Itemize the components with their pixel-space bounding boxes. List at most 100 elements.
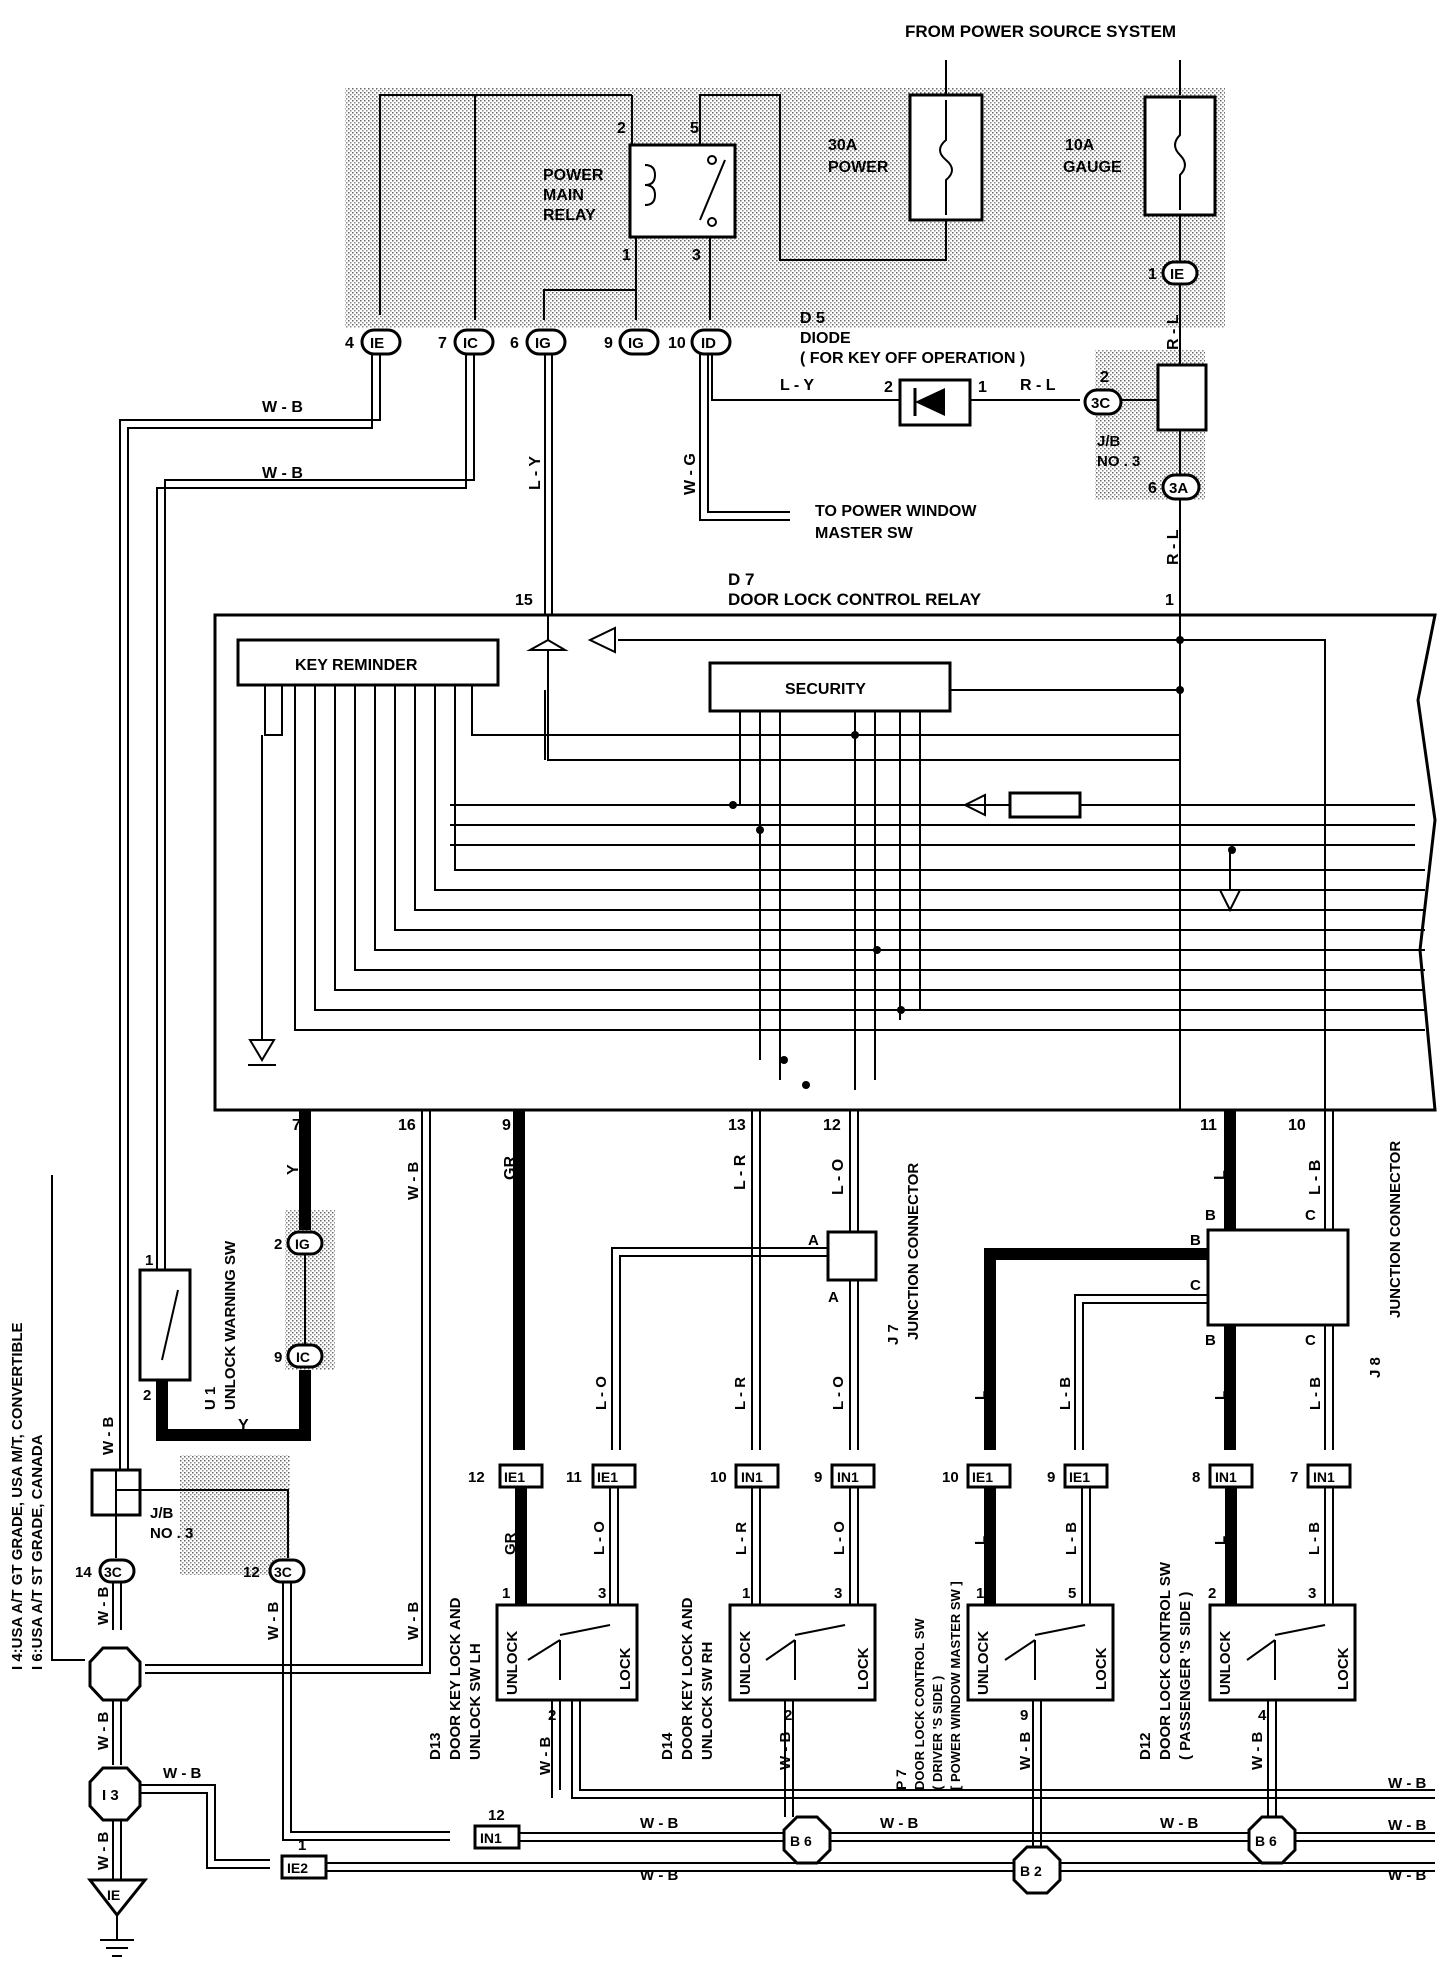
svg-text:IE1: IE1 [504,1469,525,1485]
svg-text:2: 2 [1100,369,1109,386]
j8-id: J 8 [1367,1357,1384,1378]
p7-line-2: ( DRIVER 'S SIDE ) [930,1676,945,1790]
connector-ic-9: IC 9 [274,1343,324,1369]
power-main-relay [628,143,737,239]
wire-wb-d14: W - B [777,1732,794,1770]
d12-line-1: DOOR LOCK CONTROL SW [1157,1561,1174,1760]
wire-lb-p7-low: L - B [1063,1522,1080,1555]
relay-pin-12: 12 [823,1117,841,1134]
relay-pin-7: 7 [292,1117,301,1134]
svg-text:IN1: IN1 [480,1830,502,1846]
svg-text:IE1: IE1 [972,1469,993,1485]
diode-title: D 5 [800,310,825,327]
wire-wb-16b: W - B [405,1602,422,1640]
svg-text:IE: IE [1170,266,1184,283]
wire-wb-i3: W - B [95,1712,112,1750]
relay-pin-16: 16 [398,1117,416,1134]
wire-wb-right-3: W - B [1388,1867,1426,1884]
connector-ie2-ground: IE2 1 [280,1837,328,1880]
wire-wb-d12: W - B [1249,1732,1266,1770]
wire-gr: GR [502,1156,519,1180]
j8-name: JUNCTION CONNECTOR [1387,1141,1404,1318]
svg-text:UNLOCK: UNLOCK [737,1631,754,1695]
wire-wb-p7: W - B [1017,1732,1034,1770]
d7-pin-1: 1 [1165,592,1174,609]
jb3-bottom-label: J/B [150,1505,174,1522]
j8-c-bottom: C [1305,1332,1316,1349]
connector-in1-9: IN1 9 [814,1463,876,1489]
jb3-bottom-number: NO . 3 [150,1525,193,1542]
wire-ly-diode: L - Y [780,377,814,394]
svg-text:2: 2 [1208,1585,1216,1602]
svg-text:12: 12 [243,1564,260,1581]
ground-ie-label: IE [107,1887,120,1903]
unlock-sw-name: UNLOCK WARNING SW [222,1240,239,1410]
wire-rl-mid: R - L [1165,529,1182,565]
svg-text:3: 3 [1308,1585,1316,1602]
svg-text:IG: IG [535,335,551,352]
relay-pin-11: 11 [1200,1117,1217,1134]
relay-pin-3: 3 [692,247,701,264]
unlock-warning-switch [138,1268,192,1382]
junction-block-area [345,88,1225,328]
svg-text:9: 9 [1047,1469,1055,1486]
key-reminder-box [236,638,500,687]
wire-wb-1: W - B [262,399,303,416]
wire-lr-d14: L - R [733,1522,750,1555]
svg-text:IN1: IN1 [741,1469,763,1485]
svg-text:IC: IC [296,1349,310,1365]
jb3-bottom-area [180,1455,290,1575]
wire-lr-low: L - R [732,1377,749,1410]
jb3-top-number: NO . 3 [1097,453,1140,470]
wire-rl-diode: R - L [1020,377,1056,394]
svg-text:10: 10 [942,1469,959,1486]
svg-text:ID: ID [701,335,716,352]
wire-wb-right-1: W - B [1388,1775,1426,1792]
switch-d12: UNLOCK LOCK 2 3 4 [1208,1585,1357,1724]
connector-ic-7: IC 7 [438,328,495,356]
connector-in1-10: IN1 10 [710,1463,780,1489]
d14-line-1: DOOR KEY LOCK AND [679,1597,696,1760]
j8-b-left: B [1190,1232,1201,1249]
splice-i4-i6 [88,1646,142,1702]
svg-text:3A: 3A [1169,480,1188,497]
relay-pin-2: 2 [617,120,626,137]
svg-text:6: 6 [510,335,519,352]
svg-text:1: 1 [502,1585,510,1602]
d14-line-2: UNLOCK SW RH [699,1642,716,1760]
splice-i3 [88,1766,142,1822]
side-note-i4: I 4:USA A/T GT GRADE, USA M/T, CONVERTIB… [9,1322,26,1670]
wire-lo: L - O [830,1159,847,1195]
svg-text:1: 1 [1148,266,1157,283]
svg-text:IG: IG [628,335,644,352]
svg-text:3C: 3C [1091,395,1110,412]
connector-in1-8: IN1 8 [1192,1463,1254,1489]
power-window-label-2: MASTER SW [815,525,914,542]
d12-id: D12 [1137,1732,1154,1760]
wire-lo-d14: L - O [831,1521,848,1555]
svg-text:7: 7 [1290,1469,1298,1486]
wire-gr-low: GR [502,1532,519,1555]
d14-id: D14 [659,1732,676,1760]
wire-wb-i3-right: W - B [163,1765,201,1782]
svg-text:IN1: IN1 [1313,1469,1335,1485]
wire-l-d12-low: L [1212,1536,1229,1545]
p7-line-1: DOOR LOCK CONTROL SW [912,1618,927,1790]
d7-title: D 7 [728,570,754,589]
wire-ly-15: L - Y [527,456,544,490]
svg-text:4: 4 [1258,1707,1267,1724]
relay-label-power: POWER [543,167,604,184]
wire-l-top: L [1212,1170,1229,1180]
connector-ig-6: IG 6 [510,328,567,356]
svg-text:IE1: IE1 [597,1469,618,1485]
diode-note: ( FOR KEY OFF OPERATION ) [800,350,1025,367]
svg-text:LOCK: LOCK [617,1647,634,1690]
b6-right-label: B 6 [1255,1833,1277,1849]
door-lock-control-relay [213,613,1437,1112]
svg-text:12: 12 [488,1807,505,1824]
wire-wg: W - G [682,453,699,495]
security-box [708,661,952,713]
svg-text:9: 9 [814,1469,822,1486]
connector-ie1-11: IE1 11 [566,1463,637,1489]
relay-pin-1: 1 [622,247,631,264]
